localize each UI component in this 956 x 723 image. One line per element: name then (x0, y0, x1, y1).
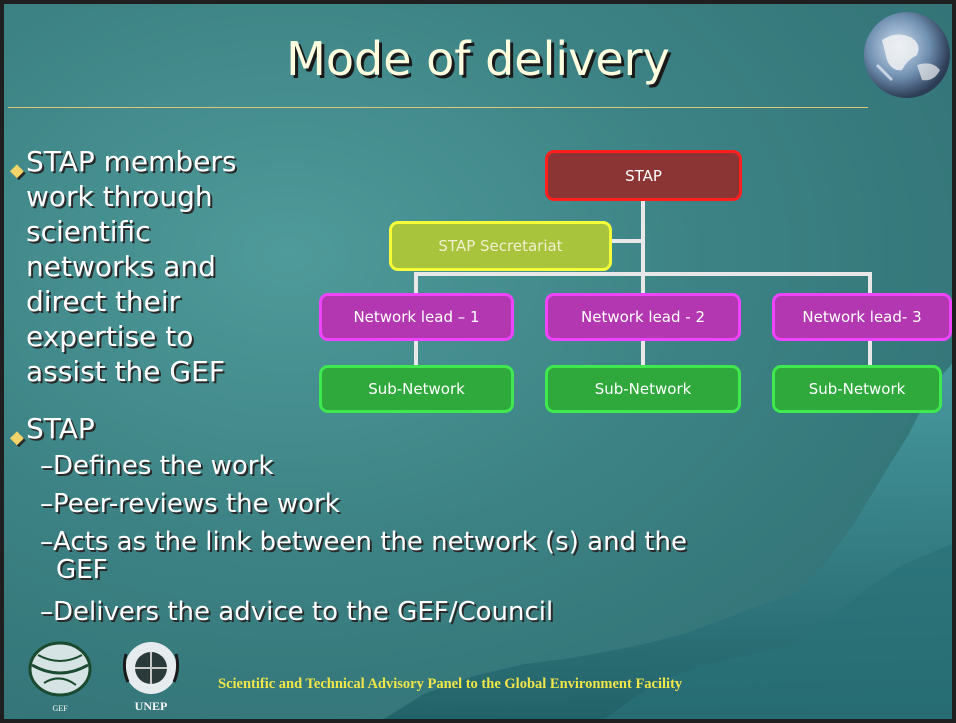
bullet-line: expertise to (26, 320, 194, 353)
connector-lead-2 (641, 272, 645, 294)
org-box-network-lead-2: Network lead - 2 (545, 293, 741, 341)
org-box-stap: STAP (545, 150, 742, 201)
sub-bullet-continuation: GEF (56, 555, 108, 585)
gef-logo-icon: GEF (28, 641, 92, 713)
diamond-bullet-icon: ◆ (10, 427, 24, 448)
bullet-stap-members: ◆ STAP members work through scientific n… (10, 144, 300, 389)
connector-secretariat (610, 239, 643, 243)
bullet-line: direct their (26, 285, 181, 318)
title-divider (8, 107, 868, 108)
diamond-bullet-icon: ◆ (10, 160, 24, 181)
sub-bullet: –Defines the work (40, 451, 274, 481)
bullet-line: scientific (26, 215, 151, 248)
connector-lead-3 (868, 272, 872, 294)
connector-sub-2 (641, 340, 645, 366)
connector-stap-trunk (641, 201, 645, 273)
unep-logo-icon: UNEP (122, 642, 180, 713)
gef-logo-text: GEF (52, 704, 68, 713)
bullet-line: work through (26, 180, 213, 213)
slide-title: Mode of delivery (286, 32, 670, 86)
mountain-background (384, 364, 952, 719)
bullet-line: STAP (26, 412, 95, 445)
org-box-network-lead-1: Network lead – 1 (319, 293, 514, 341)
bullet-line: assist the GEF (26, 355, 225, 388)
bullet-stap: ◆ STAP (10, 411, 210, 448)
slide: Mode of delivery ◆ STAP members work thr… (4, 4, 952, 719)
org-box-sub-network-3: Sub-Network (772, 365, 942, 413)
sub-bullet: –Acts as the link between the network (s… (40, 527, 687, 557)
org-box-network-lead-3: Network lead- 3 (772, 293, 952, 341)
bullet-line: networks and (26, 250, 216, 283)
connector-lead-1 (414, 272, 418, 294)
sub-bullet: –Peer-reviews the work (40, 489, 340, 519)
footer-text: Scientific and Technical Advisory Panel … (218, 676, 683, 692)
connector-sub-3 (868, 340, 872, 366)
globe-icon (864, 12, 950, 98)
bullet-line: STAP members (26, 145, 237, 178)
unep-logo-text: UNEP (135, 699, 168, 713)
org-box-sub-network-2: Sub-Network (545, 365, 741, 413)
org-box-secretariat: STAP Secretariat (389, 221, 612, 271)
org-box-sub-network-1: Sub-Network (319, 365, 514, 413)
connector-sub-1 (414, 340, 418, 366)
sub-bullet: –Delivers the advice to the GEF/Council (40, 597, 554, 627)
